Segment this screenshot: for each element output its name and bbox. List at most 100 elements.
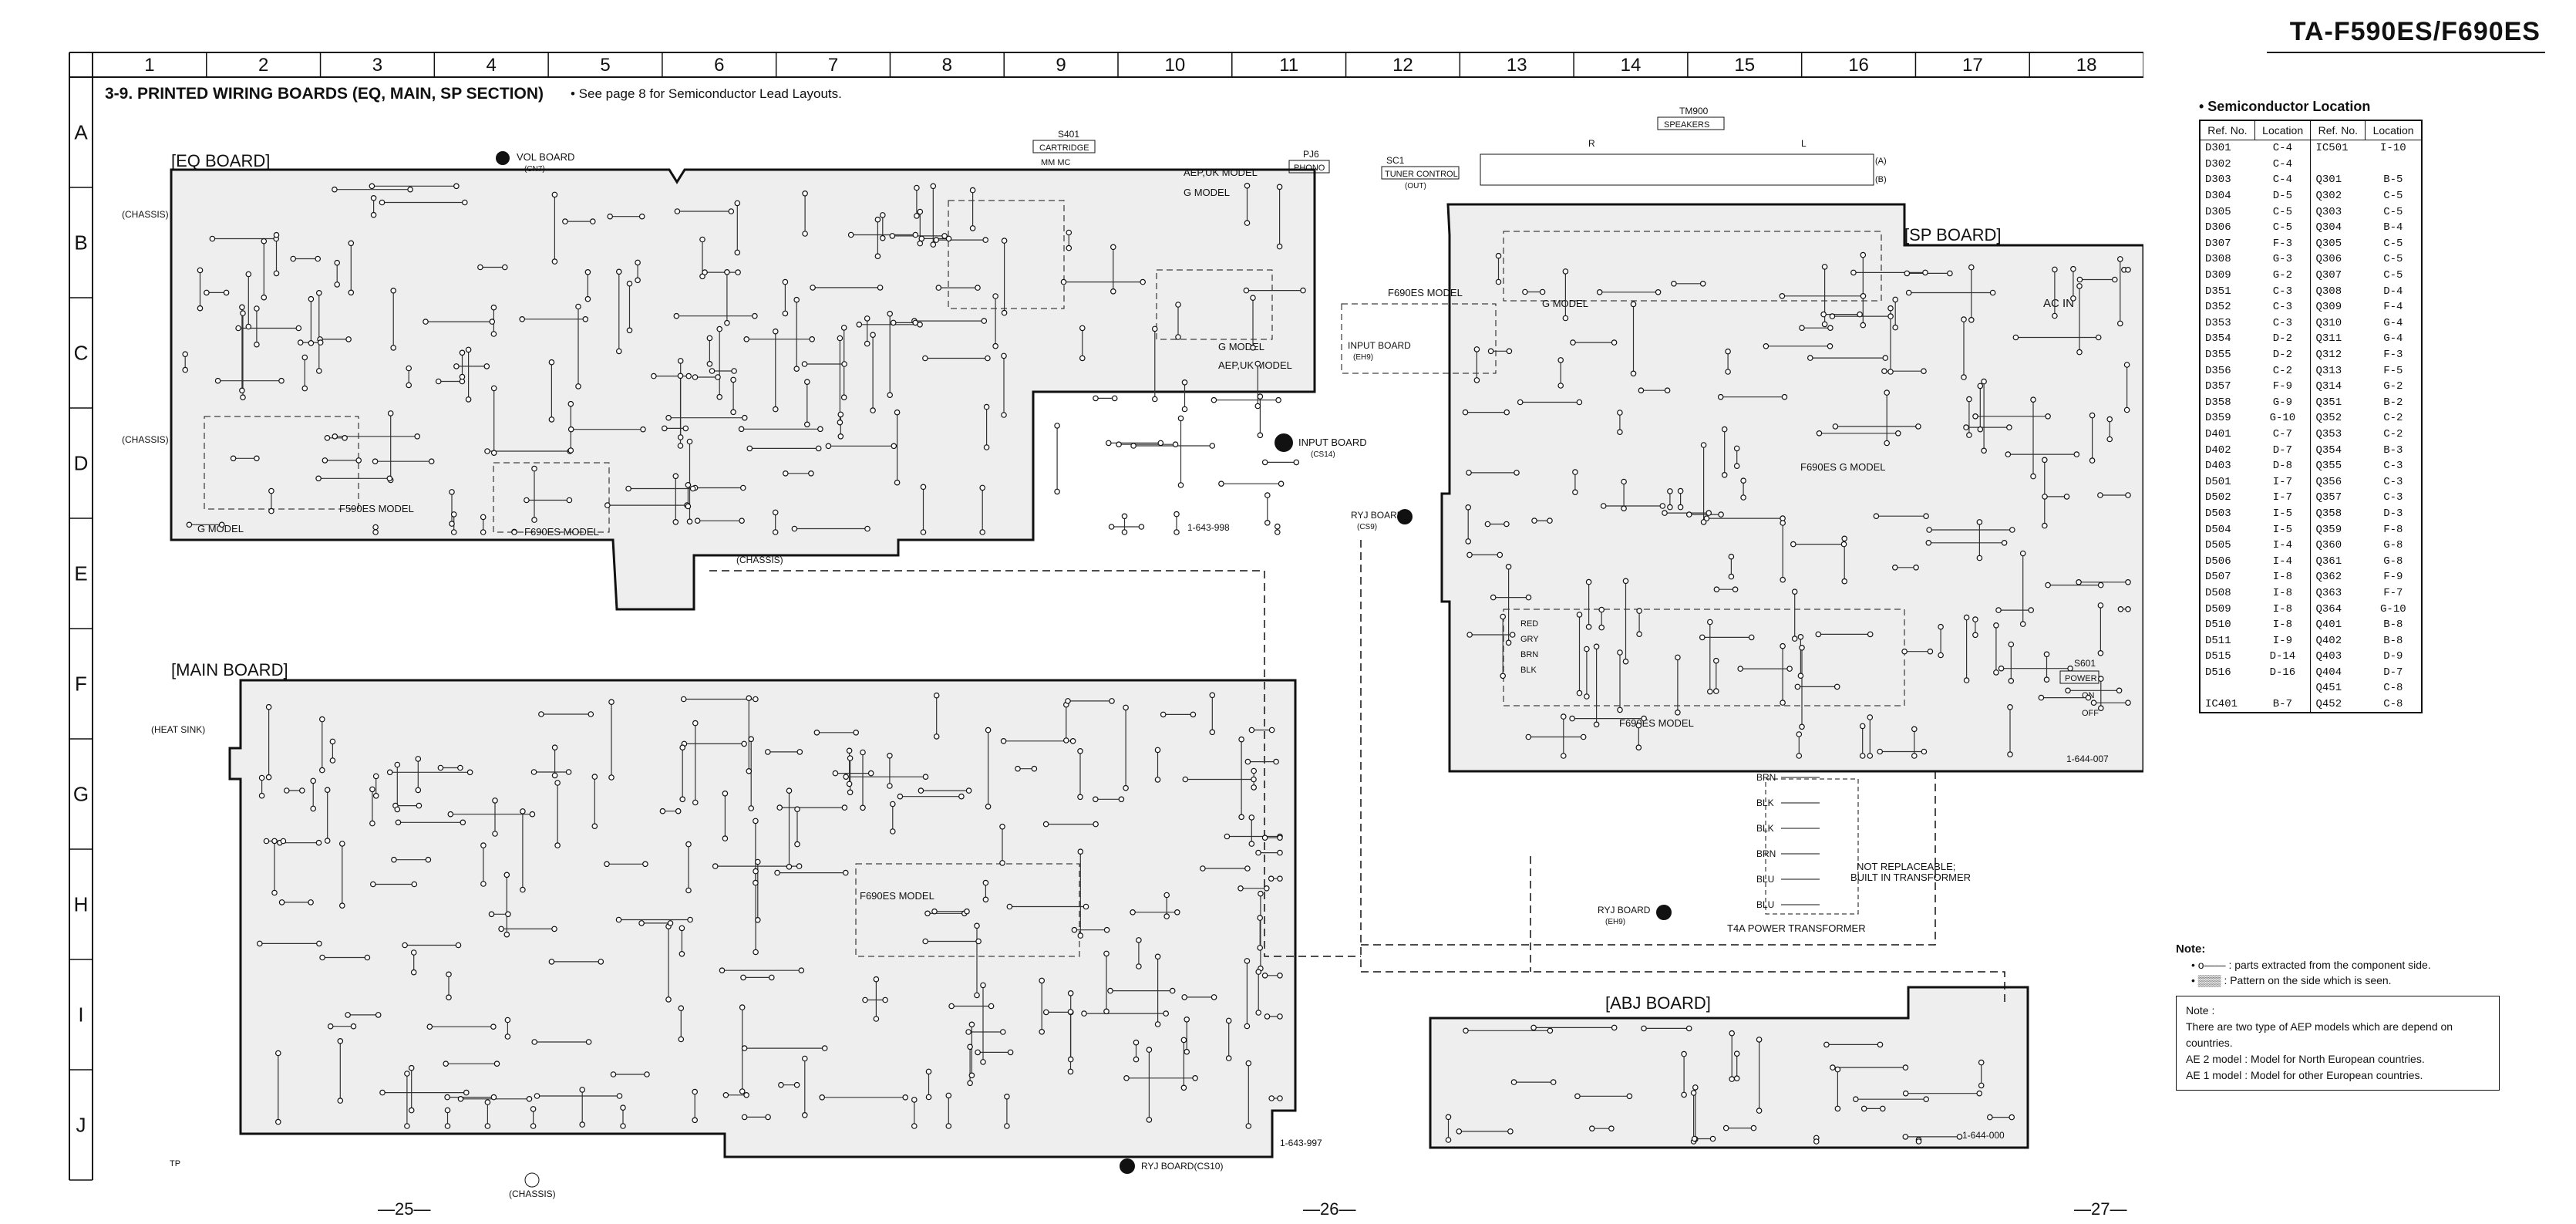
vh2-color-label: BLK — [1520, 666, 1537, 675]
column-label: 12 — [1392, 55, 1413, 76]
table-cell: D308 — [2205, 253, 2231, 266]
table-cell: Q312 — [2315, 349, 2342, 362]
table-cell: C-4 — [2254, 140, 2312, 157]
row-label: J — [76, 1114, 86, 1137]
table-cell: C-5 — [2254, 204, 2312, 220]
speaker-a-label: (A) — [1875, 157, 1887, 166]
table-header-row: Ref. No. Location Ref. No. Location — [2199, 120, 2423, 140]
not-replaceable-label: NOT REPLACEABLE; — [1857, 861, 1955, 872]
abj-board: [ABJ BOARD] 1-644-000 — [1429, 986, 2029, 1149]
table-cell: Q353 — [2315, 427, 2342, 440]
row-label: B — [74, 231, 87, 255]
table-cell: Q356 — [2315, 475, 2342, 488]
table-cell: Q314 — [2315, 380, 2342, 393]
eq-g-area — [1156, 269, 1273, 340]
cartridge-ref: S401 — [1058, 129, 1079, 140]
speaker-l-label: L — [1801, 138, 1807, 149]
table-cell: Q402 — [2315, 634, 2342, 647]
table-cell: D511 — [2205, 634, 2231, 647]
ryj-board-main-sub: (EH9) — [1605, 918, 1625, 926]
table-cell: I-8 — [2254, 601, 2312, 617]
table-cell: D302 — [2205, 157, 2231, 170]
phono-ref: PJ6 — [1303, 149, 1319, 160]
table-cell: C-3 — [2383, 491, 2403, 504]
table-cell: D-16 — [2254, 664, 2312, 681]
table-cell: D515 — [2205, 650, 2231, 663]
cartridge-box — [1032, 140, 1096, 153]
ryj-board-bottom-icon — [1120, 1158, 1135, 1174]
table-cell: C-8 — [2383, 698, 2403, 711]
copper-traces — [184, 185, 2128, 1141]
phono-label: PHONO — [1294, 164, 1325, 173]
table-cell: I-8 — [2254, 585, 2312, 602]
vol-board-connector-icon — [496, 151, 510, 165]
semiconductor-table: Ref. No. Location Ref. No. Location D301… — [2199, 120, 2423, 714]
table-cell: D358 — [2205, 396, 2231, 409]
table-cell: D357 — [2205, 380, 2231, 393]
ryj-board-sp-label: RYJ BOARD — [1351, 510, 1404, 521]
table-cell: D305 — [2205, 205, 2231, 218]
page-number-26: —26— — [1303, 1199, 1356, 1219]
table-cell: G-9 — [2254, 394, 2312, 411]
table-cell: F-9 — [2254, 378, 2312, 395]
col-ref-2: Ref. No. — [2310, 120, 2366, 140]
table-cell: D502 — [2205, 491, 2231, 504]
table-cell: Q308 — [2315, 285, 2342, 298]
table-cell: Q357 — [2315, 491, 2342, 504]
table-cell: Q302 — [2315, 190, 2342, 203]
table-cell: D-14 — [2254, 649, 2312, 665]
column-label: 2 — [258, 55, 268, 76]
vh2-color-label: GRY — [1520, 635, 1539, 644]
speakers-box — [1657, 116, 1725, 130]
table-cell: D-7 — [2383, 666, 2403, 679]
table-cell: D510 — [2205, 619, 2231, 632]
row-label: G — [73, 783, 89, 806]
vol-board-label: VOL BOARD — [517, 151, 574, 163]
table-cell: I-7 — [2254, 490, 2312, 506]
table-cell: C-3 — [2254, 283, 2312, 299]
table-cell: G-4 — [2383, 332, 2403, 346]
input-board-sub: (CS14) — [1311, 450, 1335, 459]
table-cell: Q313 — [2315, 364, 2342, 377]
power-off-label: OFF — [2082, 709, 2099, 718]
table-cell: D353 — [2205, 316, 2231, 329]
table-cell: Q358 — [2315, 507, 2342, 520]
wire-color-label: BLK — [1756, 823, 1774, 834]
abj-part-number: 1-644-000 — [1962, 1130, 2005, 1141]
table-cell: D-8 — [2254, 457, 2312, 474]
column-label: 1 — [144, 55, 154, 76]
row-dividers — [69, 187, 93, 1181]
table-cell: B-3 — [2383, 443, 2403, 457]
table-cell: D508 — [2205, 586, 2231, 599]
col-ref-1: Ref. No. — [2199, 120, 2255, 140]
table-cell: Q360 — [2315, 539, 2342, 552]
table-cell: I-10 — [2380, 142, 2406, 155]
interconnect-routes — [709, 540, 2005, 1003]
table-cell: Q362 — [2315, 571, 2342, 584]
eq-chassis-label-2: (CHASSIS) — [122, 434, 169, 445]
tuner-ref: SC1 — [1386, 155, 1405, 166]
column-label: 4 — [487, 55, 497, 76]
table-cell: IC401 — [2205, 698, 2238, 711]
table-cell: D309 — [2205, 269, 2231, 282]
grid-frame — [69, 52, 2143, 1180]
tp-label: TP — [170, 1159, 180, 1168]
section-note: • See page 8 for Semiconductor Lead Layo… — [571, 86, 842, 101]
table-cell: D-7 — [2254, 442, 2312, 458]
eq-board: [EQ BOARD] G MODEL F590ES MODEL F690ES M… — [122, 129, 1367, 611]
notes-line-1: • o—— : parts extracted from the compone… — [2191, 959, 2431, 971]
table-cell: B-5 — [2383, 174, 2403, 187]
